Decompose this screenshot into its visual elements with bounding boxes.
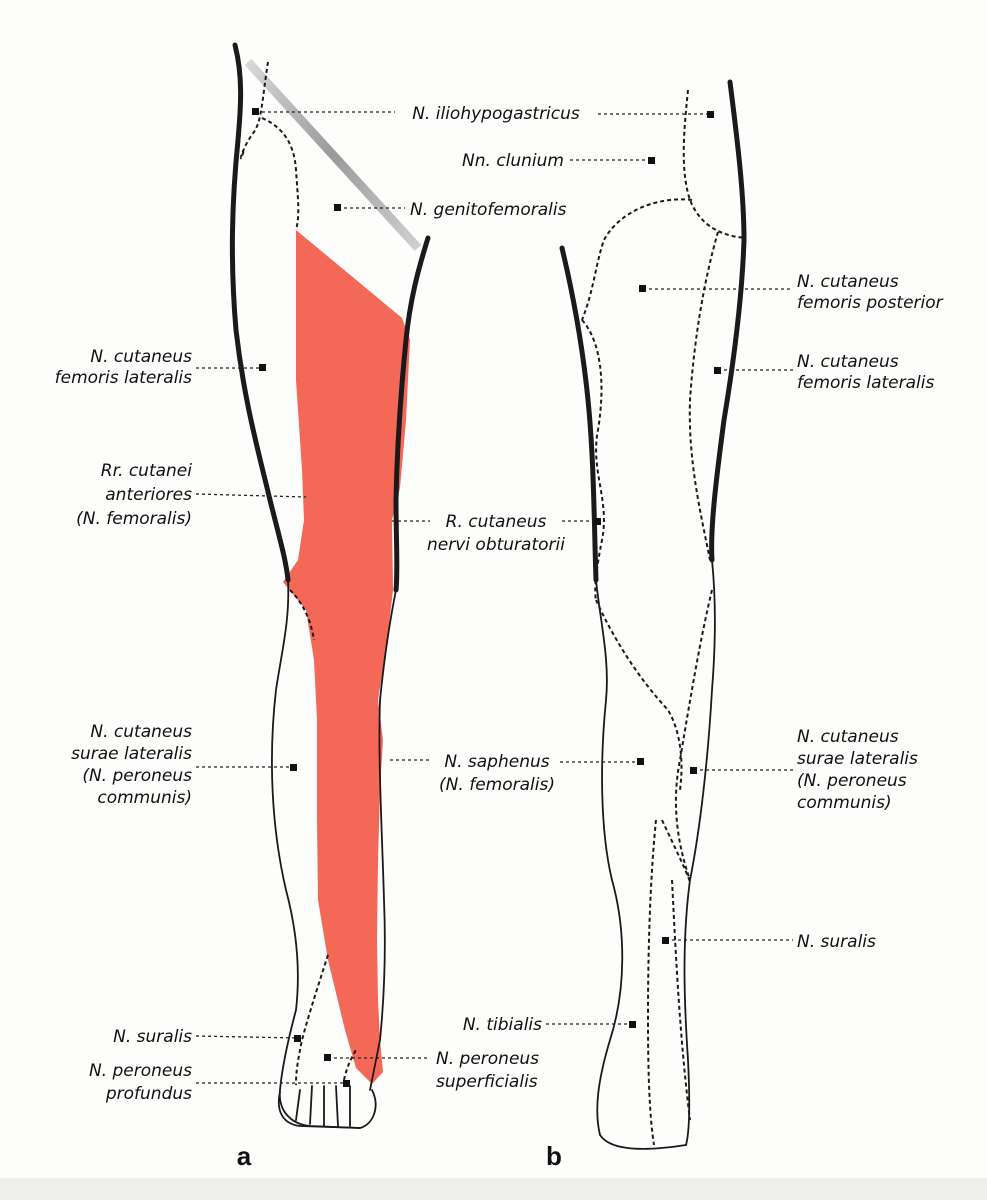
leg-a-dashed-ankle bbox=[295, 954, 357, 1086]
label-cut-surae-b-2: surae lateralis bbox=[797, 749, 918, 769]
label-peroneus-prof-2: profundus bbox=[105, 1084, 192, 1104]
leg-a-dashed-calf bbox=[289, 589, 315, 641]
scan-edge bbox=[0, 1178, 987, 1200]
label-suralis-b: N. suralis bbox=[797, 932, 876, 952]
label-cut-surae-a-3: (N. peroneus bbox=[82, 766, 192, 786]
label-genitofemoralis: N. genitofemoralis bbox=[410, 200, 567, 220]
leg-a-medial-contour bbox=[393, 235, 431, 593]
leg-b-posterior bbox=[559, 79, 747, 1150]
label-cut-fem-post-2: femoris posterior bbox=[797, 293, 944, 313]
leg-b-dashed-sural bbox=[646, 819, 691, 1146]
label-cut-surae-a-1: N. cutaneus bbox=[90, 722, 192, 742]
label-iliohypogastricus: N. iliohypogastricus bbox=[412, 104, 580, 124]
label-rr-cutanei-1: Rr. cutanei bbox=[101, 461, 192, 481]
label-peroneus-prof-1: N. peroneus bbox=[89, 1061, 192, 1081]
label-rr-cutanei-3: (N. femoralis) bbox=[76, 509, 192, 529]
leg-a-toes bbox=[295, 1085, 351, 1127]
label-cut-fem-lat-b-2: femoris lateralis bbox=[797, 373, 934, 393]
label-cut-surae-a-2: surae lateralis bbox=[71, 744, 192, 764]
label-cut-surae-b-1: N. cutaneus bbox=[797, 727, 899, 747]
panel-label-b: b bbox=[546, 1141, 562, 1171]
leg-b-medial-contour-lower bbox=[595, 579, 687, 1150]
label-cut-fem-lat-a-2: femoris lateralis bbox=[55, 368, 192, 388]
label-saphenus-1: N. saphenus bbox=[444, 752, 549, 772]
leg-a-anterior bbox=[229, 42, 431, 1129]
leg-b-dashed-knee bbox=[595, 599, 683, 791]
label-rr-cutanei-2: anteriores bbox=[105, 485, 192, 505]
label-tibialis: N. tibialis bbox=[463, 1015, 542, 1035]
leg-a-dashed-hip bbox=[239, 61, 300, 231]
leg-b-medial-contour bbox=[559, 245, 599, 583]
label-peroneus-sup-2: superficialis bbox=[436, 1072, 538, 1092]
label-r-cut-obt-1: R. cutaneus bbox=[446, 512, 547, 532]
label-clunium: Nn. clunium bbox=[462, 151, 564, 171]
leg-b-dashed-calf-mid bbox=[674, 589, 713, 881]
label-cut-surae-a-4: communis) bbox=[97, 788, 192, 808]
inguinal-line bbox=[244, 58, 422, 252]
label-saphenus-2: (N. femoralis) bbox=[439, 775, 555, 795]
leader-lines bbox=[195, 108, 793, 1087]
leg-a-foot bbox=[278, 1089, 377, 1129]
leg-b-lateral-contour bbox=[709, 79, 747, 563]
leg-a-medial-contour-lower bbox=[369, 589, 397, 1091]
nerve-labels: N. iliohypogastricus Nn. clunium N. geni… bbox=[55, 104, 944, 1104]
leg-a-lateral-contour-lower bbox=[271, 579, 361, 1129]
label-cut-fem-lat-b-1: N. cutaneus bbox=[797, 352, 899, 372]
label-cut-fem-post-1: N. cutaneus bbox=[797, 272, 899, 292]
leg-a-lateral-contour bbox=[229, 42, 291, 583]
label-cut-surae-b-4: communis) bbox=[797, 793, 892, 813]
label-suralis-a: N. suralis bbox=[113, 1027, 192, 1047]
label-r-cut-obt-2: nervi obturatorii bbox=[427, 535, 565, 555]
leg-b-dashed-gluteal bbox=[581, 89, 747, 321]
label-cut-fem-lat-a-1: N. cutaneus bbox=[90, 347, 192, 367]
leg-b-dashed-posterior-thigh bbox=[688, 231, 719, 561]
label-peroneus-sup-1: N. peroneus bbox=[436, 1049, 539, 1069]
panel-label-a: a bbox=[237, 1141, 252, 1171]
label-cut-surae-b-3: (N. peroneus bbox=[797, 771, 907, 791]
leg-b-dashed-medial-thigh bbox=[581, 319, 605, 601]
highlight-region-femoralis bbox=[283, 230, 410, 1084]
